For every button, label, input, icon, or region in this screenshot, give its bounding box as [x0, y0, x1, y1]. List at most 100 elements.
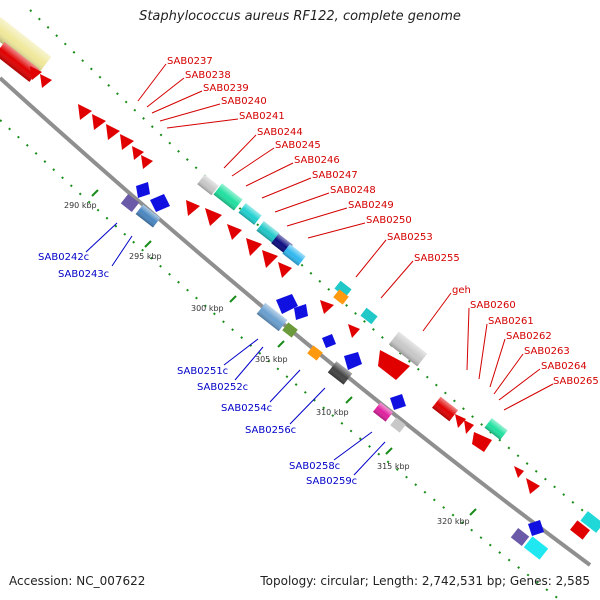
forward-gene-labels: SAB0237 SAB0238 SAB0239 SAB0240 SAB0241 … [167, 56, 599, 387]
arrow-rev-300a [276, 294, 298, 314]
feature-sab0249 [282, 244, 306, 266]
gene-label-sab0255: SAB0255 [414, 253, 460, 264]
arrow-rev-290b [150, 194, 170, 212]
gene-label-sab0238: SAB0238 [185, 70, 231, 81]
kbp-label-300: 300 kbp [191, 304, 224, 313]
feature-sab0246 [238, 203, 262, 225]
feature-sab0253-orange [333, 289, 349, 305]
feature-sab0255-cyan [360, 307, 378, 325]
arrow-rev-305 [322, 334, 336, 348]
arrow-sab0250d [246, 238, 262, 256]
arrow-geh [378, 350, 410, 380]
topology-text: Topology: circular; Length: 2,742,531 bp… [260, 574, 590, 588]
feature-sab0258c [373, 402, 393, 422]
feature-sab0244-grey [197, 174, 219, 196]
arrow-sab0265b [526, 478, 540, 494]
feature-sab0254c [307, 345, 323, 361]
feature-rev-cyan [523, 536, 549, 560]
kbp-label-295: 295 kbp [129, 252, 162, 261]
gene-label-sab0237: SAB0237 [167, 56, 213, 67]
gene-label-sab0253: SAB0253 [387, 232, 433, 243]
feature-pale-yellow [0, 17, 52, 73]
map-title: Staphylococcus aureus RF122, complete ge… [139, 9, 461, 24]
arrow-rev-290a [136, 182, 150, 198]
arrow-sab0250e [262, 250, 278, 268]
gene-label-sab0247: SAB0247 [312, 170, 358, 181]
kbp-label-315: 315 kbp [377, 462, 410, 471]
arrow-sab0250a [186, 200, 200, 216]
gene-label-sab0262: SAB0262 [506, 331, 552, 342]
arrow-sab0250b [205, 208, 222, 226]
arrow-sab0241e [141, 155, 153, 169]
gene-label-sab0246: SAB0246 [294, 155, 340, 166]
genome-backbone [0, 76, 592, 567]
feature-sab0260 [432, 396, 458, 422]
kbp-markers [91, 189, 477, 516]
gene-label-sab0258c: SAB0258c [289, 461, 340, 472]
gene-label-sab0239: SAB0239 [203, 83, 249, 94]
feature-sab0251c [256, 302, 288, 332]
forward-label-leaders [137, 63, 554, 411]
gene-label-sab0252c: SAB0252c [197, 382, 248, 393]
gene-label-sab0245: SAB0245 [275, 140, 321, 151]
arrow-sab0250f [278, 262, 292, 278]
arrow-sab0241a [92, 114, 106, 130]
gene-label-sab0256c: SAB0256c [245, 425, 296, 436]
arrow-rev-320 [528, 520, 544, 536]
accession-text: Accession: NC_007622 [9, 574, 146, 588]
feature-sab0242c [120, 193, 140, 213]
arrow-rev-315 [390, 394, 406, 410]
gene-label-sab0248: SAB0248 [330, 185, 376, 196]
feature-sab0243c [135, 204, 161, 228]
feature-sab0263 [484, 418, 508, 440]
kbp-label-320: 320 kbp [437, 517, 470, 526]
gene-label-sab0240: SAB0240 [221, 96, 267, 107]
outer-tick-track [29, 9, 600, 526]
arrow-sab0253 [320, 300, 334, 314]
kbp-label-310: 310 kbp [316, 408, 349, 417]
feature-edge-cyan [580, 511, 600, 533]
kbp-label-290: 290 kbp [64, 201, 97, 210]
gene-label-sab0264: SAB0264 [541, 361, 587, 372]
feature-sab0247 [256, 221, 280, 243]
gene-label-sab0259c: SAB0259c [306, 476, 357, 487]
gene-label-geh: geh [452, 285, 471, 296]
gene-label-sab0261: SAB0261 [488, 316, 534, 327]
reverse-strand-features [120, 182, 549, 560]
feature-edge-red [570, 520, 590, 540]
feature-sab0237 [0, 42, 40, 82]
gene-label-sab0263: SAB0263 [524, 346, 570, 357]
kbp-label-305: 305 kbp [255, 355, 288, 364]
arrow-sab0239 [40, 74, 52, 88]
arrow-sab0255 [348, 324, 360, 338]
feature-rev-purple [510, 527, 530, 547]
gene-label-sab0260: SAB0260 [470, 300, 516, 311]
arrow-sab0261 [455, 414, 466, 428]
arrow-sab0238 [30, 66, 42, 80]
arrow-sab0265a [514, 466, 524, 478]
gene-label-sab0265: SAB0265 [553, 376, 599, 387]
gene-label-sab0244: SAB0244 [257, 127, 303, 138]
gene-label-sab0242c: SAB0242c [38, 252, 89, 263]
arrow-sab0241d [132, 146, 144, 160]
arrow-sab0240 [78, 104, 92, 120]
gene-label-sab0241: SAB0241 [239, 111, 285, 122]
arrow-sab0264 [472, 432, 492, 452]
feature-sab0256c [327, 361, 353, 385]
arrow-rev-300b [294, 304, 308, 320]
reverse-label-leaders [85, 222, 386, 476]
arrow-sab0241c [120, 134, 134, 150]
gene-label-sab0250: SAB0250 [366, 215, 412, 226]
gene-label-sab0243c: SAB0243c [58, 269, 109, 280]
forward-strand-features [0, 17, 600, 540]
gene-label-sab0249: SAB0249 [348, 200, 394, 211]
feature-sab0253-cyan [334, 280, 352, 298]
gene-label-sab0254c: SAB0254c [221, 403, 272, 414]
arrow-rev-310 [344, 352, 362, 370]
arrow-sab0241b [106, 124, 120, 140]
feature-sab0259c [390, 417, 406, 433]
feature-sab0252c [282, 322, 298, 338]
feature-geh-grey [388, 331, 428, 367]
reverse-gene-labels: SAB0242c SAB0243c SAB0251c SAB0252c SAB0… [38, 252, 357, 487]
